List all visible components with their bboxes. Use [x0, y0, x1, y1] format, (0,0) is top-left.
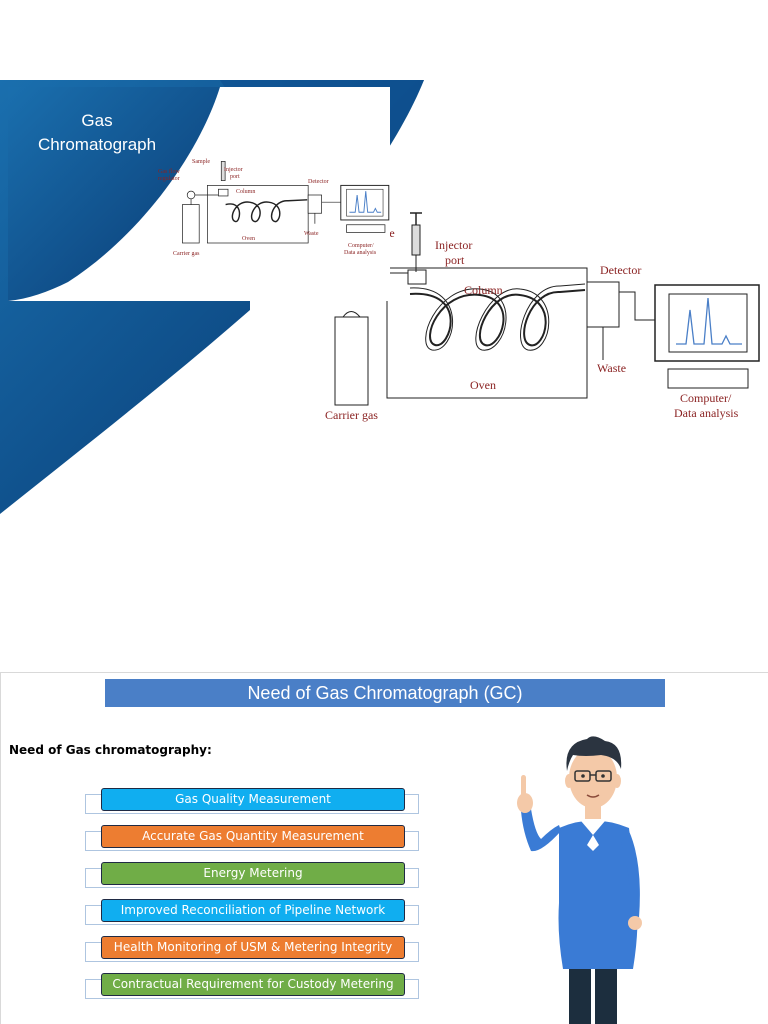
inset-label-oven: Oven	[242, 236, 255, 242]
inset-background: Sample Injector port Column Detector Was…	[8, 87, 390, 301]
label-column: Column	[464, 283, 503, 297]
slide-title: Need of Gas Chromatograph (GC)	[105, 679, 665, 707]
label-injector: Injector	[435, 238, 472, 252]
inset-label-regulator: regulator	[158, 176, 180, 182]
item-label: Accurate Gas Quantity Measurement	[101, 825, 405, 848]
label-computer: Computer/	[680, 391, 732, 405]
inset-label-carrier-gas: Carrier gas	[173, 251, 200, 257]
inset-title: Gas Chromatograph	[22, 109, 172, 157]
list-item: Improved Reconciliation of Pipeline Netw…	[85, 899, 421, 929]
item-label: Energy Metering	[101, 862, 405, 885]
label-carrier-gas: Carrier gas	[325, 408, 378, 422]
label-data-analysis: Data analysis	[674, 406, 739, 420]
list-item: Accurate Gas Quantity Measurement	[85, 825, 421, 855]
inset-label-gas-flow: Gas flow	[158, 168, 180, 175]
label-oven: Oven	[470, 378, 496, 392]
inset-title-line2: Chromatograph	[37, 135, 157, 154]
label-detector: Detector	[600, 263, 641, 277]
inset-label-waste: Waste	[304, 231, 319, 237]
label-waste: Waste	[597, 361, 626, 375]
slide-need-of-gc: Need of Gas Chromatograph (GC) Need of G…	[0, 672, 768, 1024]
inset-label-computer: Computer/	[348, 243, 374, 249]
list-item: Energy Metering	[85, 862, 421, 892]
list-item: Health Monitoring of USM & Metering Inte…	[85, 936, 421, 966]
inset-label-port: port	[230, 174, 240, 180]
inset-slide: Sample Injector port Column Detector Was…	[8, 87, 390, 301]
item-label: Gas Quality Measurement	[101, 788, 405, 811]
slide-subtitle: Need of Gas chromatography:	[9, 743, 212, 757]
inset-label-detector: Detector	[308, 179, 329, 185]
inset-label-sample: Sample	[192, 159, 210, 165]
item-label: Contractual Requirement for Custody Mete…	[101, 973, 405, 996]
item-label: Improved Reconciliation of Pipeline Netw…	[101, 899, 405, 922]
inset-label-injector: Injector	[224, 167, 243, 173]
list-item: Contractual Requirement for Custody Mete…	[85, 973, 421, 1003]
item-label: Health Monitoring of USM & Metering Inte…	[101, 936, 405, 959]
list-item: Gas Quality Measurement	[85, 788, 421, 818]
inset-title-line1: Gas	[81, 111, 113, 130]
slide-gas-chromatograph: ple Injector port Column Detector Waste …	[0, 80, 768, 514]
presenter-character-illustration	[517, 736, 642, 1024]
label-injector-port: port	[445, 253, 465, 267]
inset-label-column: Column	[236, 189, 255, 195]
inset-label-data-analysis: Data analysis	[344, 250, 377, 256]
